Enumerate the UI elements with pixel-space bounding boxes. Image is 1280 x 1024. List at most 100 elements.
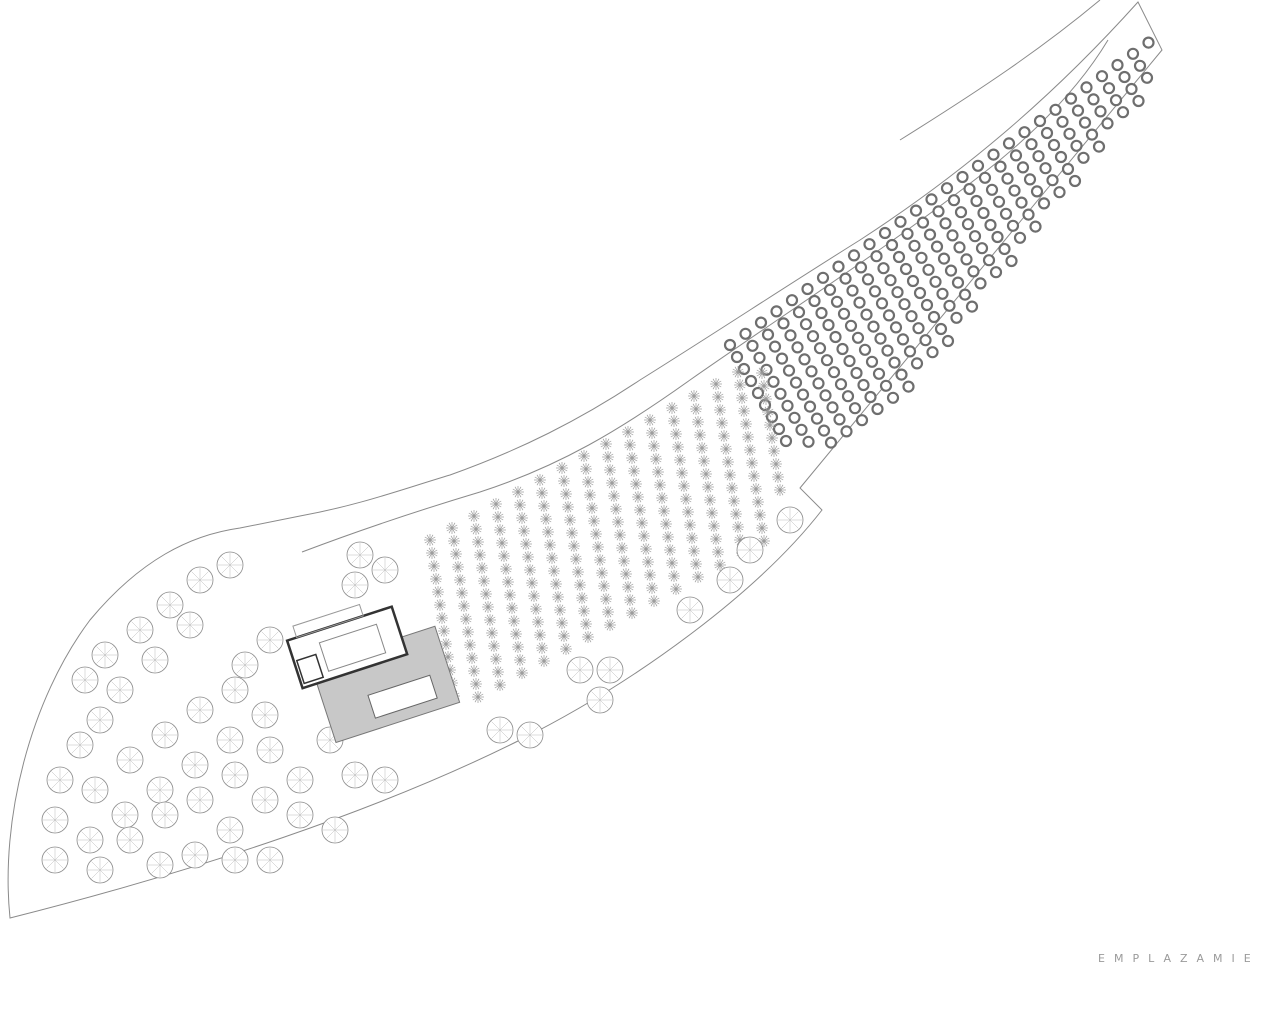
- olive-tree: [468, 665, 480, 677]
- olive-tree: [752, 496, 764, 508]
- deciduous-tree: [251, 786, 279, 814]
- olive-tree: [594, 554, 606, 566]
- tree-stroke: [688, 547, 700, 555]
- olive-tree: [742, 431, 754, 443]
- orchard-tree: [837, 307, 851, 320]
- tree-stroke: [571, 669, 581, 679]
- tree-stroke: [516, 669, 528, 677]
- orchard-tree: [977, 206, 990, 220]
- deciduous-tree: [141, 646, 169, 674]
- tree-stroke: [710, 535, 722, 543]
- deciduous-tree: [516, 721, 544, 749]
- orchard-tree: [1101, 117, 1114, 130]
- deciduous-tree: [151, 801, 179, 829]
- deciduous-tree: [286, 801, 314, 829]
- olive-tree: [754, 509, 766, 521]
- orchard-tree: [1040, 126, 1054, 140]
- olive-tree: [506, 602, 518, 614]
- tree-stroke: [478, 577, 490, 585]
- tree-stroke: [668, 572, 680, 580]
- deciduous-tree: [346, 541, 374, 569]
- tree-stroke: [129, 831, 139, 841]
- orchard-tree: [963, 182, 976, 196]
- orchard-tree: [881, 344, 894, 357]
- orchard-tree: [834, 378, 848, 391]
- tree-stroke: [229, 821, 239, 831]
- tree-stroke: [159, 789, 169, 799]
- orchard-tree: [871, 402, 884, 416]
- tree-stroke: [601, 661, 611, 671]
- tree-stroke: [741, 549, 751, 559]
- olive-tree: [710, 533, 722, 545]
- tree-stroke: [226, 689, 236, 699]
- olive-tree: [488, 640, 500, 652]
- olive-tree: [450, 548, 462, 560]
- orchard-tree: [777, 317, 790, 330]
- tree-stroke: [99, 869, 109, 879]
- tree-stroke: [156, 734, 166, 744]
- olive-tree: [634, 504, 646, 516]
- tree-stroke: [236, 656, 246, 666]
- tree-stroke: [191, 701, 201, 711]
- tree-stroke: [99, 711, 109, 721]
- olive-tree: [578, 605, 590, 617]
- tree-stroke: [472, 538, 484, 546]
- tree-stroke: [261, 851, 271, 861]
- tree-stroke: [608, 492, 620, 500]
- tree-stroke: [682, 508, 694, 516]
- tree-stroke: [261, 631, 271, 641]
- deciduous-tree: [216, 816, 244, 844]
- olive-tree: [734, 379, 746, 391]
- tree-stroke: [76, 679, 86, 689]
- tree-stroke: [234, 766, 244, 776]
- olive-tree: [448, 535, 460, 547]
- tree-stroke: [726, 484, 738, 492]
- tree-stroke: [490, 500, 502, 508]
- tree-stroke: [440, 640, 452, 648]
- tree-stroke: [111, 689, 121, 699]
- tree-stroke: [156, 814, 166, 824]
- olive-tree: [646, 582, 658, 594]
- orchard-tree: [916, 216, 930, 229]
- orchard-tree: [767, 375, 780, 388]
- olive-tree: [606, 477, 618, 489]
- tree-stroke: [692, 418, 704, 426]
- olive-tree: [622, 426, 634, 438]
- tree-stroke: [104, 646, 114, 656]
- tree-stroke: [514, 501, 526, 509]
- orchard-tree: [902, 380, 915, 393]
- orchard-tree: [1140, 71, 1154, 84]
- deciduous-tree: [111, 801, 139, 829]
- olive-tree: [616, 542, 628, 554]
- tree-stroke: [376, 569, 386, 579]
- tree-stroke: [291, 806, 301, 816]
- olive-tree: [600, 438, 612, 450]
- deciduous-tree: [86, 706, 114, 734]
- tree-stroke: [781, 519, 791, 529]
- orchard-tree: [861, 273, 875, 286]
- tree-stroke: [291, 779, 301, 789]
- olive-tree: [492, 666, 504, 678]
- olive-tree: [758, 380, 770, 392]
- tree-stroke: [582, 633, 594, 641]
- tree-stroke: [556, 464, 568, 472]
- tree-stroke: [580, 465, 592, 473]
- tree-stroke: [161, 604, 171, 614]
- deciduous-tree: [86, 856, 114, 884]
- tree-stroke: [681, 601, 691, 611]
- olive-tree: [696, 442, 708, 454]
- olive-tree: [644, 569, 656, 581]
- tree-stroke: [189, 624, 199, 634]
- olive-tree: [544, 539, 556, 551]
- tree-stroke: [131, 629, 141, 639]
- tree-stroke: [554, 606, 566, 614]
- tree-stroke: [648, 597, 660, 605]
- tree-stroke: [256, 714, 266, 724]
- tree-stroke: [748, 472, 760, 480]
- olive-tree: [468, 510, 480, 522]
- tree-stroke: [700, 470, 712, 478]
- orchard-tree: [817, 424, 831, 437]
- tree-stroke: [96, 646, 106, 656]
- tree-stroke: [234, 681, 244, 691]
- orchard-tree: [991, 230, 1004, 244]
